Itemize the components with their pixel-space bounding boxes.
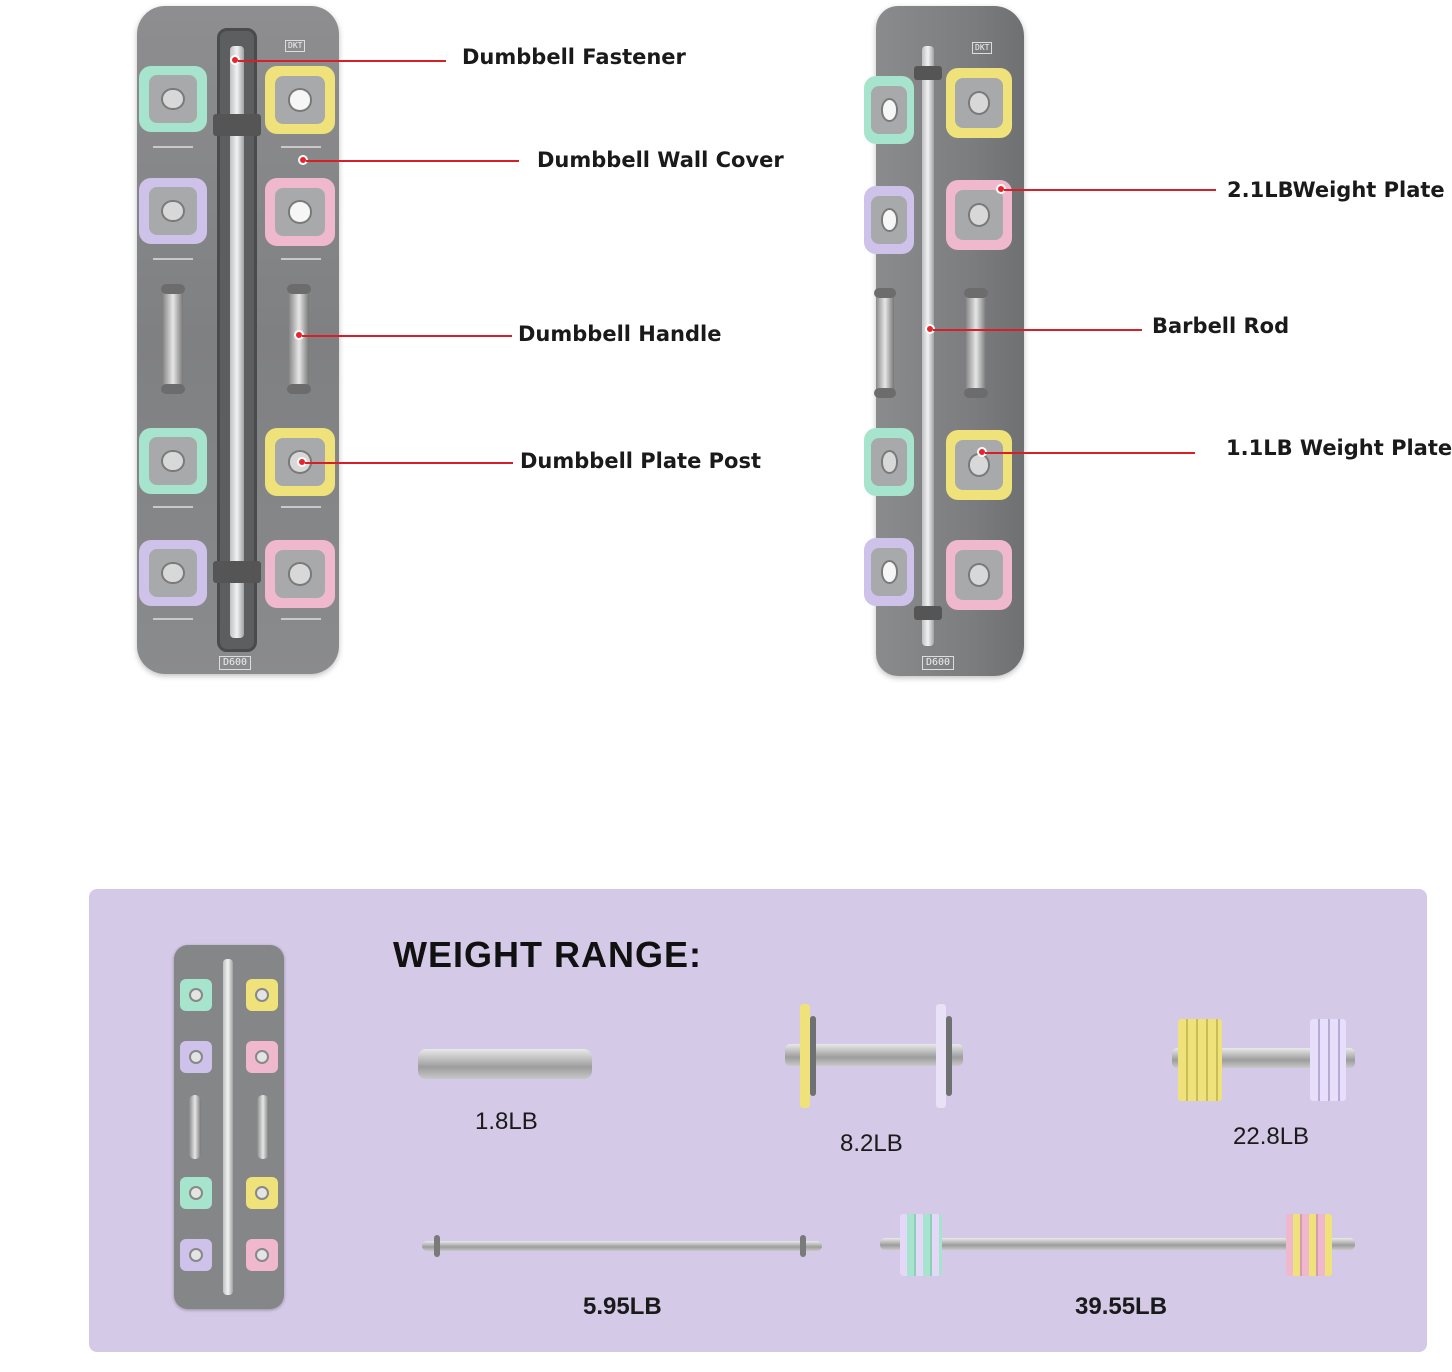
callout-line: [238, 60, 446, 62]
callout-line: [305, 462, 513, 464]
weight-plate: [139, 66, 207, 132]
front-wall-panel: DKT D600: [137, 6, 339, 674]
callout-line: [302, 335, 512, 337]
weight-plate: [864, 538, 914, 606]
dumbbell-handle: [874, 288, 896, 398]
weight-plate: [265, 178, 335, 246]
rod-clamp: [213, 114, 261, 136]
weight-plate: [139, 540, 207, 606]
weight-plate: [946, 68, 1012, 138]
callout-dumbbell-fastener: Dumbbell Fastener: [462, 45, 686, 69]
rod-clamp: [914, 606, 942, 620]
barbell-rod-only: [422, 1241, 822, 1251]
weight-plate: [864, 186, 914, 254]
weight-label-5-95lb: 5.95LB: [583, 1293, 662, 1320]
weight-plate: [864, 76, 914, 144]
barbell-rod: [922, 46, 934, 646]
weight-plate: [265, 540, 335, 608]
weight-label-1-8lb: 1.8LB: [475, 1108, 538, 1135]
weight-range-title: WEIGHT RANGE:: [393, 934, 702, 975]
weight-plate: [946, 430, 1012, 500]
weight-label-8-2lb: 8.2LB: [840, 1130, 903, 1157]
side-wall-panel: DKT D600: [864, 6, 1024, 676]
dumbbell-light: [785, 1044, 963, 1066]
weight-plate: [864, 428, 914, 496]
callout-dumbbell-plate-post: Dumbbell Plate Post: [520, 449, 761, 473]
rod-clamp: [213, 561, 261, 583]
weight-plate: [139, 178, 207, 244]
brand-logo: DKT: [972, 42, 993, 54]
dumbbell-handle: [161, 284, 185, 394]
weight-label-22-8lb: 22.8LB: [1233, 1123, 1310, 1150]
callout-2-1lb-weight-plate: 2.1LBWeight Plate: [1227, 178, 1445, 202]
callout-barbell-rod: Barbell Rod: [1152, 314, 1290, 338]
weight-plate: [265, 66, 335, 134]
weight-label-39-55lb: 39.55LB: [1075, 1293, 1168, 1320]
rod-clamp: [914, 66, 942, 80]
weight-plate: [139, 428, 207, 494]
callout-line: [1004, 189, 1216, 191]
weight-plate: [946, 540, 1012, 610]
model-tag: D600: [922, 656, 955, 670]
barbell-rod: [230, 46, 244, 638]
mini-wall-panel: [174, 945, 284, 1309]
callout-1-1lb-weight-plate: 1.1LB Weight Plate: [1226, 436, 1452, 460]
callout-line: [985, 452, 1195, 454]
callout-line: [306, 160, 519, 162]
dumbbell-handle-only: [418, 1049, 592, 1079]
weight-range-panel: [89, 889, 1427, 1352]
callout-dumbbell-wall-cover: Dumbbell Wall Cover: [537, 148, 784, 172]
dumbbell-handle: [964, 288, 988, 398]
brand-logo: DKT: [285, 40, 306, 52]
callout-line: [933, 329, 1142, 331]
callout-dumbbell-handle: Dumbbell Handle: [518, 322, 722, 346]
model-tag: D600: [219, 656, 252, 670]
barbell-loaded: [880, 1238, 1355, 1250]
